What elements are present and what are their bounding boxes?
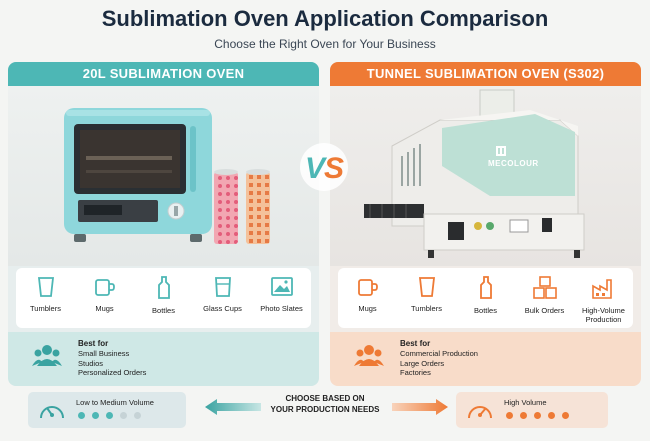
- best-for-item: Studios: [78, 358, 104, 368]
- left-volume-box: Low to Medium Volume: [28, 392, 186, 428]
- use-item: Bulk Orders: [517, 276, 573, 315]
- page-subtitle: Choose the Right Oven for Your Business: [214, 37, 436, 51]
- oven-20l-photo: [8, 86, 319, 266]
- vs-badge: V S: [300, 143, 348, 191]
- use-label: Photo Slates: [260, 304, 303, 313]
- tumbler-icon: [418, 277, 435, 297]
- use-label: Tumblers: [30, 304, 61, 313]
- best-for-list: Commercial Production Large Orders Facto…: [400, 349, 478, 378]
- right-panel-title: TUNNEL SUBLIMATION OVEN (S302): [330, 62, 641, 86]
- tunnel-oven-photo: MECOLOUR: [330, 86, 641, 266]
- use-label: Glass Cups: [203, 304, 242, 313]
- use-item: Tumblers: [399, 276, 455, 313]
- use-item: Glass Cups: [195, 276, 251, 313]
- factory-icon: [591, 279, 612, 299]
- use-label: Mugs: [95, 304, 114, 313]
- use-item: Tumblers: [18, 276, 74, 313]
- volume-dot: [134, 412, 141, 419]
- arrow-right-icon: [392, 399, 448, 415]
- gauge-icon: [468, 406, 492, 419]
- choose-line-2: YOUR PRODUCTION NEEDS: [270, 405, 380, 414]
- use-item: Bottles: [458, 276, 514, 315]
- bottle-icon: [157, 276, 170, 299]
- use-label: Tumblers: [411, 304, 442, 313]
- best-for-item: Personalized Orders: [78, 368, 147, 377]
- bottle-icon: [479, 276, 492, 299]
- arrow-left-icon: [205, 399, 261, 415]
- use-item: Mugs: [77, 276, 133, 313]
- use-label: Bottles: [474, 306, 497, 315]
- best-for-title: Best for: [400, 339, 431, 348]
- brand-logo-text: MECOLOUR: [488, 159, 539, 168]
- boxes-icon: [532, 276, 557, 299]
- volume-dots: [78, 412, 141, 419]
- choose-text: CHOOSE BASED ON YOUR PRODUCTION NEEDS: [260, 393, 390, 415]
- best-for-item: Commercial Production: [400, 349, 478, 358]
- use-label: High-Volume Production: [582, 306, 625, 324]
- best-for-item: Small Business: [78, 349, 130, 358]
- glass-cup-icon: [214, 277, 231, 297]
- choose-line-1: CHOOSE BASED ON: [285, 394, 365, 403]
- right-volume-box: High Volume: [456, 392, 608, 428]
- use-label: Bottles: [152, 306, 175, 315]
- volume-dot: [106, 412, 113, 419]
- volume-dot: [548, 412, 555, 419]
- people-icon: [32, 345, 62, 366]
- use-item: High-Volume Production: [576, 276, 632, 324]
- volume-dot: [562, 412, 569, 419]
- use-item: Mugs: [340, 276, 396, 313]
- best-for-item: Large Orders: [400, 358, 445, 368]
- svg-text:S: S: [324, 152, 344, 185]
- use-label: Bulk Orders: [524, 306, 565, 315]
- best-for-list: Small Business Studios Personalized Orde…: [78, 349, 146, 378]
- volume-dot: [520, 412, 527, 419]
- volume-dot: [92, 412, 99, 419]
- page-title: Sublimation Oven Application Comparison: [101, 6, 549, 31]
- mug-icon: [94, 279, 115, 296]
- tumbler-icon: [37, 277, 54, 297]
- right-best-for: Best for Commercial Production Large Ord…: [330, 332, 641, 386]
- use-item: Photo Slates: [254, 276, 310, 313]
- use-label: Mugs: [358, 304, 377, 313]
- left-panel: 20L SUBLIMATION OVEN: [8, 62, 319, 386]
- volume-dots: [506, 412, 569, 419]
- right-panel: TUNNEL SUBLIMATION OVEN (S302): [330, 62, 641, 386]
- left-uses-row: Tumblers Mugs Bottles Glass Cups Photo S…: [16, 268, 311, 328]
- photo-slate-icon: [270, 277, 293, 296]
- best-for-item: Factories: [400, 368, 431, 377]
- best-for-title: Best for: [78, 339, 109, 348]
- volume-dot: [120, 412, 127, 419]
- volume-dot: [506, 412, 513, 419]
- volume-dot: [78, 412, 85, 419]
- volume-label: High Volume: [504, 398, 547, 407]
- gauge-icon: [40, 406, 64, 419]
- right-uses-row: Mugs Tumblers Bottles Bulk Orders High-V…: [338, 268, 633, 328]
- left-panel-title: 20L SUBLIMATION OVEN: [8, 62, 319, 86]
- left-best-for: Best for Small Business Studios Personal…: [8, 332, 319, 386]
- volume-dot: [534, 412, 541, 419]
- svg-text:V: V: [305, 152, 328, 185]
- volume-label: Low to Medium Volume: [76, 398, 154, 407]
- mug-icon: [357, 279, 378, 296]
- people-icon: [354, 345, 384, 366]
- use-item: Bottles: [136, 276, 192, 315]
